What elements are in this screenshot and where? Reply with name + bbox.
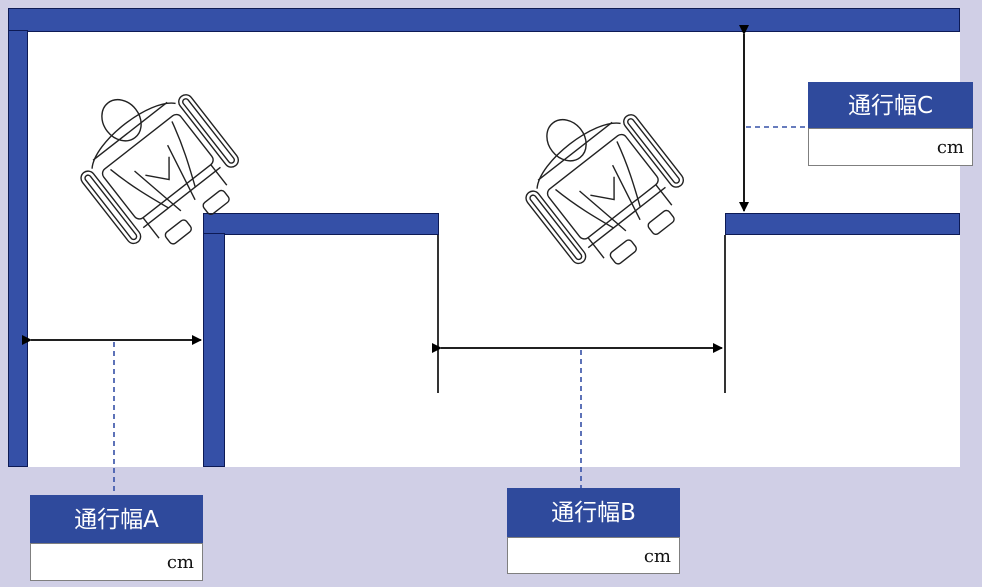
width-b-label-box: 通行幅B cm [507, 488, 680, 583]
width-c-unit: cm [936, 137, 964, 158]
right-wall-horizontal [725, 213, 960, 235]
width-b-title: 通行幅B [507, 488, 680, 537]
width-a-unit: cm [166, 552, 194, 573]
width-b-unit: cm [643, 546, 671, 567]
width-b-input[interactable]: cm [507, 537, 680, 574]
inner-wall-top-horizontal [203, 213, 439, 235]
width-c-title: 通行幅C [808, 82, 973, 128]
wheelchair-user-icon [80, 94, 240, 245]
wheelchair-user-icon [525, 114, 685, 265]
inner-wall-vertical [203, 233, 225, 467]
width-c-input[interactable]: cm [808, 128, 973, 166]
width-a-input[interactable]: cm [30, 543, 203, 581]
left-wall [8, 30, 28, 467]
width-a-label-box: 通行幅A cm [30, 495, 203, 581]
top-wall [8, 8, 960, 32]
width-c-label-box: 通行幅C cm [808, 82, 973, 172]
width-a-title: 通行幅A [30, 495, 203, 543]
